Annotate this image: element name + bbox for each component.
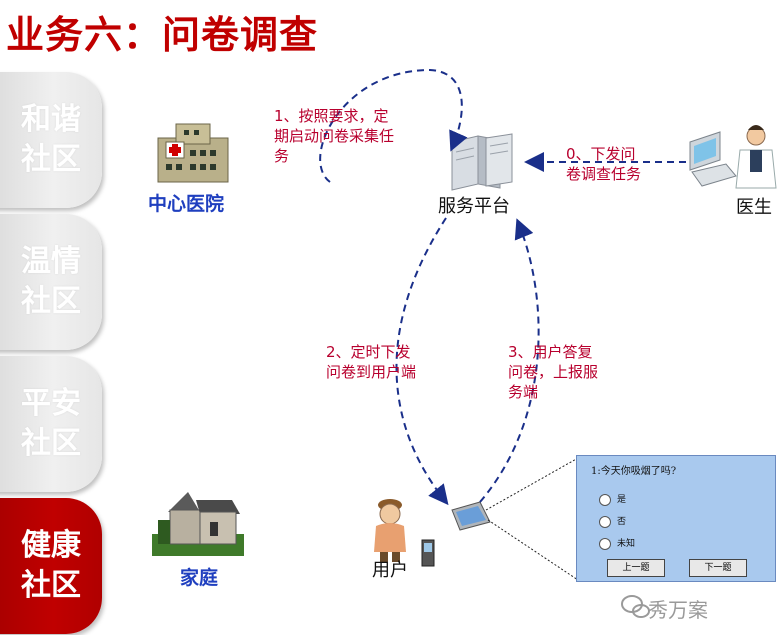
side-tab-harmony[interactable]: 和谐社区 [0, 72, 102, 208]
radio-button-icon[interactable] [599, 537, 611, 550]
side-tab-label: 和谐社区 [21, 102, 81, 177]
survey-option-no[interactable]: 否 [599, 514, 626, 528]
step2-text: 2、定时下发 问卷到用户端 [326, 342, 416, 382]
side-tab-label: 健康社区 [21, 528, 81, 603]
side-tab-label: 温情社区 [21, 244, 81, 319]
survey-option-yes[interactable]: 是 [599, 492, 626, 506]
watermark-logo-icon [621, 595, 650, 618]
arrow-step1 [319, 68, 468, 183]
doctor-icon [735, 125, 777, 189]
popup-connector-line [487, 519, 579, 581]
hospital-icon [157, 123, 229, 183]
popup-connector-line [485, 457, 579, 511]
step0-line: 0、下发问 [566, 145, 636, 163]
hospital-label: 中心医院 [148, 193, 225, 215]
server-icon [451, 133, 513, 191]
step2-line: 问卷到用户端 [326, 363, 417, 381]
arrow-step3 [479, 218, 540, 503]
step3-line: 务端 [508, 383, 539, 401]
side-tab-warmth[interactable]: 温情社区 [0, 214, 102, 350]
survey-option-label: 是 [617, 495, 627, 505]
step0-text: 0、下发问 卷调查任务 [566, 144, 641, 184]
step2-line: 2、定时下发 [326, 343, 411, 361]
step1-line: 期启动问卷采集任 [274, 127, 395, 145]
side-tab-health[interactable]: 健康社区 [0, 498, 102, 634]
side-tab-safety[interactable]: 平安社区 [0, 356, 102, 492]
step3-line: 3、用户答复 [508, 343, 593, 361]
tablet-icon [451, 501, 491, 531]
platform-label: 服务平台 [438, 196, 510, 217]
phone-icon [421, 539, 435, 567]
step1-line: 务 [274, 147, 290, 165]
next-question-button[interactable]: 下一题 [689, 559, 747, 577]
elderly-user-icon [374, 499, 406, 562]
step1-line: 1、按照要求，定 [274, 107, 389, 125]
user-label: 用户 [372, 560, 408, 581]
prev-question-button[interactable]: 上一题 [607, 559, 665, 577]
step3-line: 问卷，上报服 [508, 363, 599, 381]
step3-text: 3、用户答复 问卷，上报服 务端 [508, 342, 598, 402]
side-tab-label: 平安社区 [21, 386, 81, 461]
radio-button-icon[interactable] [599, 493, 611, 506]
computer-icon [689, 131, 737, 187]
arrow-step2 [395, 217, 449, 506]
survey-question: 1:今天你吸烟了吗? [591, 466, 677, 477]
survey-option-label: 否 [617, 517, 627, 527]
page-title: 业务六：问卷调查 [6, 13, 319, 57]
step1-text: 1、按照要求，定 期启动问卷采集任 务 [274, 106, 394, 166]
doctor-label: 医生 [736, 197, 772, 218]
survey-option-label: 未知 [617, 539, 636, 549]
survey-popup: 1:今天你吸烟了吗? 是 否 未知 上一题 下一题 [576, 455, 776, 582]
survey-option-unknown[interactable]: 未知 [599, 536, 635, 550]
home-label: 家庭 [180, 567, 219, 589]
radio-button-icon[interactable] [599, 515, 611, 528]
watermark-text: 秀万案 [648, 598, 708, 622]
step0-line: 卷调查任务 [566, 165, 642, 183]
house-icon [152, 492, 244, 556]
